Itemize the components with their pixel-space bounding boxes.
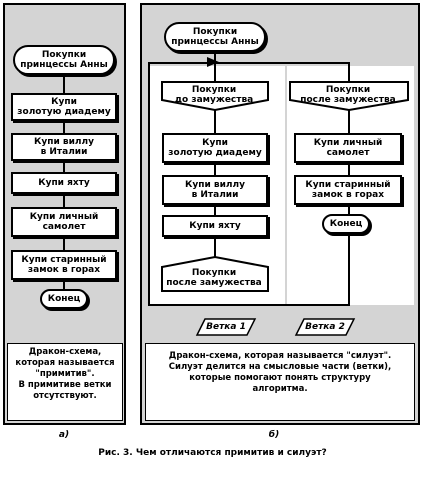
branch-1-label-shape [195, 318, 257, 336]
branch-1-action-2: Купи виллу в Италии [162, 175, 268, 205]
branch-arrow-icon [207, 57, 219, 67]
branch-2-label-shape [294, 318, 356, 336]
silhouette-end: Конец [322, 214, 370, 234]
silhouette-top-line [148, 62, 350, 64]
primitive-action-4: Купи личный самолет [11, 207, 117, 237]
silhouette-title-connector [214, 50, 216, 80]
primitive-action-1: Купи золотую диадему [11, 93, 117, 121]
branch-1-label: Ветка 1 [206, 322, 246, 332]
branch-2-head: Покупки после замужества [300, 85, 396, 105]
silhouette-bottom-line [148, 304, 350, 306]
silhouette-sublabel: б) [268, 430, 280, 440]
primitive-action-3: Купи яхту [11, 172, 117, 194]
silhouette-caption: Дракон-схема, которая называется "силуэт… [168, 351, 392, 394]
silhouette-left-rail [148, 62, 150, 306]
silhouette-caption-box [145, 343, 415, 421]
silhouette-title: Покупки принцессы Анны [164, 22, 266, 52]
branch-1-head-shape [161, 81, 269, 112]
branch-1-action-1: Купи золотую диадему [162, 133, 268, 163]
branch-2-label: Ветка 2 [305, 322, 345, 332]
primitive-title: Покупки принцессы Анны [13, 45, 115, 75]
branch-1-action-3: Купи яхту [162, 215, 268, 237]
primitive-sublabel: а) [58, 430, 70, 440]
primitive-action-5: Купи старинный замок в горах [11, 250, 117, 280]
branch-1-foot: Покупки после замужества [166, 268, 262, 288]
branch-2-action-1: Купи личный самолет [294, 133, 402, 163]
primitive-end: Конец [40, 289, 88, 309]
branch-1-head: Покупки до замужества [174, 85, 254, 105]
primitive-caption: Дракон-схема, которая называется "примит… [15, 347, 115, 401]
branch-1-foot-shape [161, 255, 269, 292]
primitive-action-2: Купи виллу в Италии [11, 133, 117, 161]
figure-caption: Рис. 3. Чем отличаются примитив и силуэт… [98, 448, 327, 458]
primitive-caption-box [7, 343, 123, 421]
branch-2-action-2: Купи старинный замок в горах [294, 175, 402, 205]
branch-2-head-shape [289, 81, 409, 112]
